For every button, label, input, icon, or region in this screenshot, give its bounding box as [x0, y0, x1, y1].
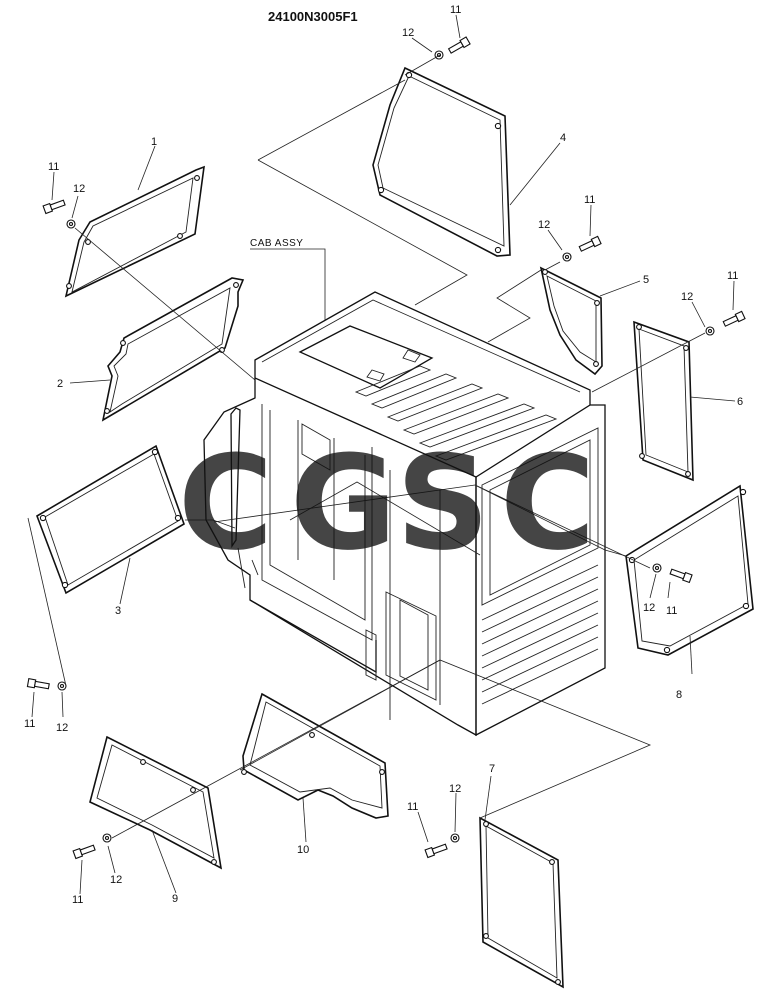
bolt-c — [578, 235, 602, 252]
callout-bolt-a: 11 — [48, 161, 59, 173]
callout-washer-g: 12 — [110, 874, 122, 886]
callout-washer-e: 12 — [643, 602, 655, 614]
callout-5: 5 — [643, 274, 649, 286]
callout-bolt-c: 11 — [584, 194, 595, 206]
callout-7: 7 — [489, 763, 495, 775]
panel-8 — [625, 484, 754, 656]
fasteners — [26, 36, 746, 860]
bolt-d — [722, 310, 746, 327]
watermark-letter-4: C — [500, 427, 595, 579]
bolt-e — [669, 568, 693, 584]
panel-6 — [633, 320, 694, 482]
washer-h — [450, 833, 460, 843]
callout-washer-a: 12 — [73, 183, 85, 195]
callout-bolt-d: 11 — [727, 270, 738, 282]
callout-washer-d: 12 — [681, 291, 693, 303]
bolt-h — [424, 843, 448, 859]
callout-10: 10 — [297, 844, 309, 856]
bolt-a — [42, 199, 66, 215]
callout-6: 6 — [737, 396, 743, 408]
panel-2 — [101, 277, 245, 422]
callout-1: 1 — [151, 136, 157, 148]
callout-washer-h: 12 — [449, 783, 461, 795]
bolt-f — [26, 678, 50, 690]
callout-bolt-h: 11 — [407, 801, 418, 813]
panel-3 — [36, 444, 185, 595]
alignment-lines — [27, 54, 706, 839]
panel-10 — [241, 692, 389, 819]
panel-9 — [89, 735, 223, 870]
cab-assy-label: CAB ASSY — [250, 238, 303, 249]
washer-e — [652, 563, 662, 573]
callouts: 1 2 3 4 5 6 7 8 9 10 11 12 11 12 11 12 1… — [24, 4, 743, 906]
cab-assy-leader — [250, 248, 326, 320]
callout-bolt-f: 11 — [24, 718, 35, 730]
watermark-letter-3: S — [396, 427, 490, 579]
callout-4: 4 — [560, 132, 566, 144]
washer-c — [562, 252, 572, 262]
cab-assembly — [203, 291, 606, 737]
callout-washer-b: 12 — [402, 27, 414, 39]
callout-3: 3 — [115, 605, 121, 617]
callout-9: 9 — [172, 893, 178, 905]
callout-washer-c: 12 — [538, 219, 550, 231]
bolt-g — [72, 844, 96, 860]
callout-bolt-e: 11 — [666, 605, 677, 617]
watermark-logo: C G S C — [178, 427, 595, 579]
panel-5 — [539, 266, 603, 376]
washer-b — [434, 50, 444, 60]
bolt-b — [447, 36, 471, 54]
leader-lines — [31, 14, 736, 895]
panel-1 — [64, 165, 205, 298]
callout-8: 8 — [676, 689, 682, 701]
watermark-letter-1: C — [178, 427, 273, 579]
panel-4 — [372, 66, 511, 257]
part-code-title: 24100N3005F1 — [268, 9, 358, 24]
washer-f — [57, 681, 67, 691]
washer-a — [66, 219, 76, 229]
washer-d — [705, 326, 715, 336]
callout-bolt-b: 11 — [450, 4, 461, 16]
panel-7 — [479, 816, 564, 989]
callout-washer-f: 12 — [56, 722, 68, 734]
callout-bolt-g: 11 — [72, 894, 83, 906]
callout-2: 2 — [57, 378, 63, 390]
washer-g — [102, 833, 112, 843]
watermark-letter-2: G — [290, 427, 397, 579]
